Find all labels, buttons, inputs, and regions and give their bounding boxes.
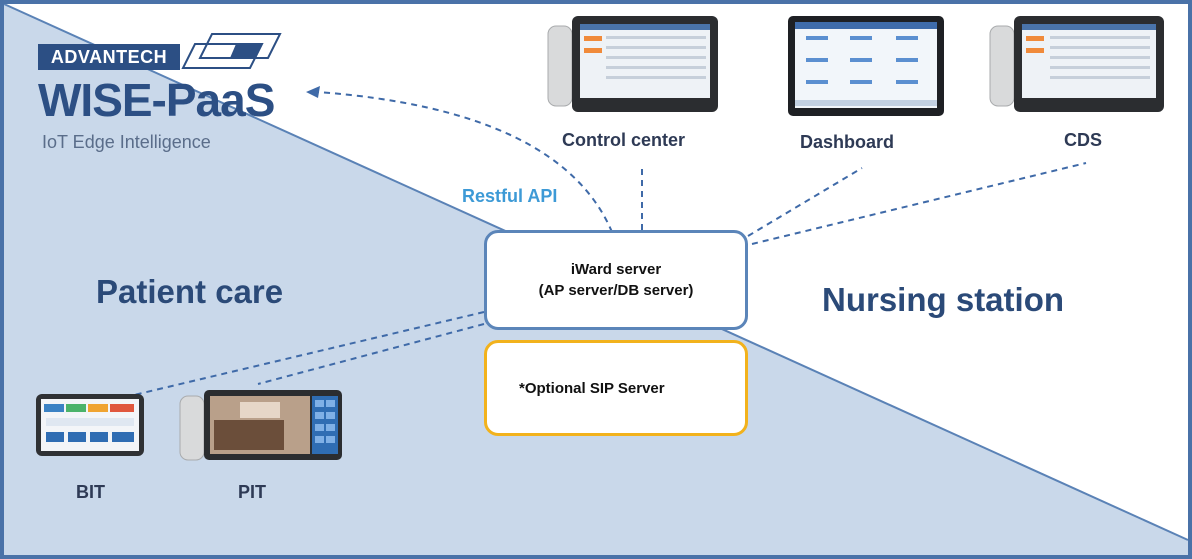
link-pit (257, 323, 485, 385)
dashboard-device-image (788, 16, 944, 116)
cds-device-image (989, 16, 1164, 112)
logo-tagline: IoT Edge Intelligence (42, 132, 211, 152)
cds-label: CDS (1064, 130, 1103, 150)
bit-label: BIT (76, 482, 105, 502)
sip-server-box: *Optional SIP Server (484, 340, 748, 436)
patient-care-label: Patient care (96, 273, 284, 310)
wise-paas-title: WISE-PaaS (38, 74, 275, 126)
restful-api-label: Restful API (462, 186, 558, 206)
link-dashboard (747, 167, 863, 237)
dashboard-label: Dashboard (800, 132, 895, 152)
bit-device-image (36, 394, 144, 456)
advantech-logo-icon (181, 33, 282, 69)
control-center-label: Control center (562, 130, 686, 150)
link-cds (751, 162, 1087, 245)
iward-server-box: iWard server (AP server/DB server) (484, 230, 748, 330)
nursing-station-label: Nursing station (822, 281, 1065, 318)
iward-server-title: iWard server (570, 261, 662, 278)
restful-api-link (317, 91, 613, 233)
link-bit (95, 311, 485, 405)
pit-label: PIT (238, 482, 267, 502)
api-arrow-head (306, 86, 320, 98)
advantech-brand: ADVANTECH (38, 44, 180, 70)
iward-server-subtitle: (AP server/DB server) (538, 282, 694, 299)
control-center-device-image (547, 16, 718, 112)
pit-device-image (179, 390, 342, 461)
sip-server-label: *Optional SIP Server (519, 379, 665, 397)
